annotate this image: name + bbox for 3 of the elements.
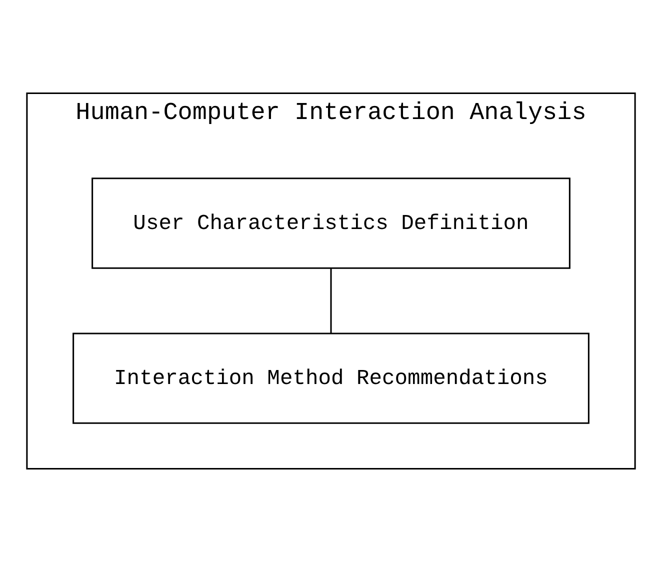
- node-box: Interaction Method Recommendations: [72, 332, 590, 424]
- connector: [330, 268, 332, 334]
- node-box: User Characteristics Definition: [92, 178, 570, 269]
